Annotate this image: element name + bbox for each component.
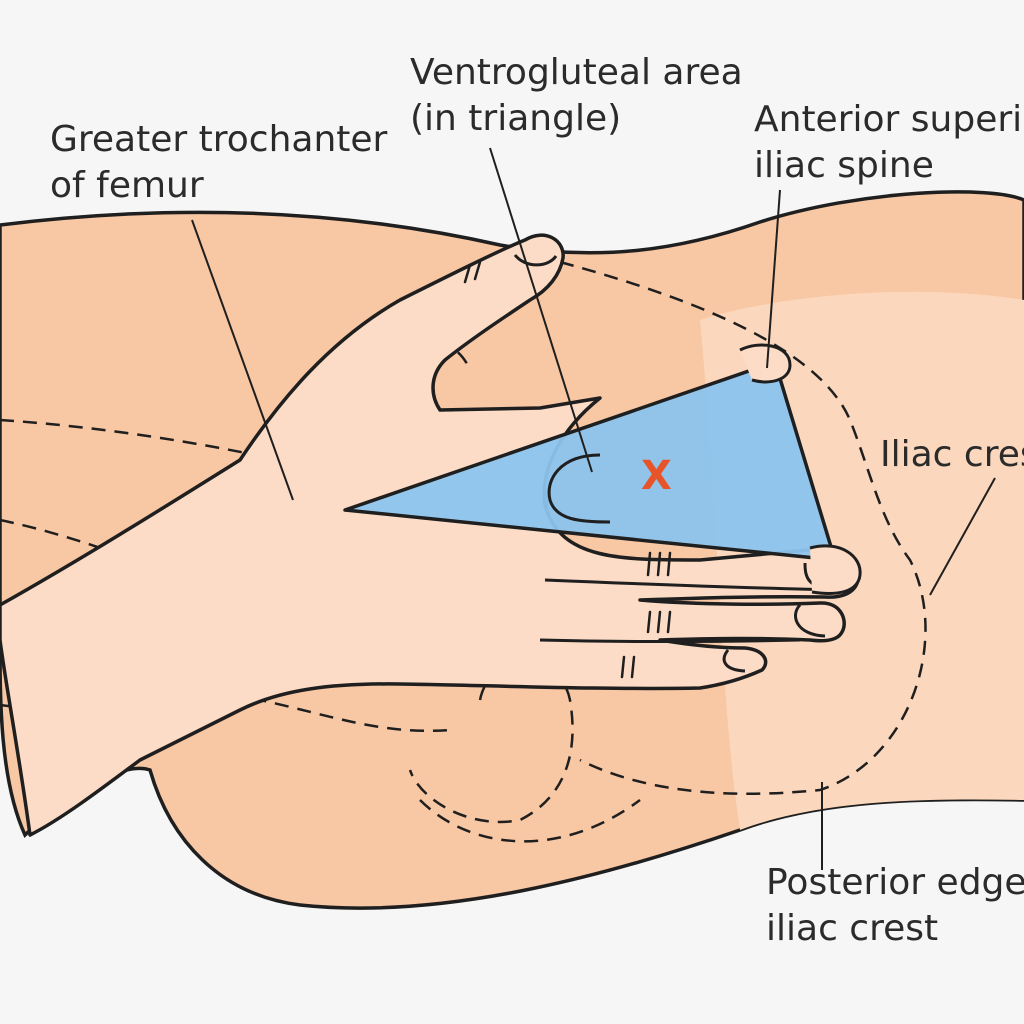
label-gt-line-1: Greater trochanter — [50, 119, 388, 160]
label-ventrogluteal-line-1: Ventrogluteal area — [410, 52, 743, 93]
ring-finger-edge — [539, 638, 801, 643]
iliac-crest-outline — [559, 260, 927, 795]
lower-wrist-outline — [419, 798, 641, 843]
injection-site-x-mark: X — [641, 453, 672, 499]
thumb-tip — [513, 253, 558, 267]
leader-iliac-crest — [929, 477, 996, 596]
label-ventrogluteal-line-2: (in triangle) — [410, 98, 622, 139]
middle-finger-edge — [544, 578, 841, 592]
middle-finger-tip — [809, 544, 862, 595]
index-finger-inner — [547, 453, 611, 524]
label-pe-line-2: iliac crest — [766, 908, 939, 949]
label-gt-line-2: of femur — [50, 165, 204, 206]
label-anterior-superior-iliac-spine: Anterior superior iliac spine — [754, 97, 1024, 189]
label-ic-line-1: Iliac crest — [880, 434, 1024, 475]
leader-greater-trochanter — [191, 219, 294, 501]
fingertip-nail-2 — [794, 603, 826, 638]
ventrogluteal-triangle — [343, 360, 837, 562]
leader-anterior-spine — [766, 189, 781, 369]
hand-shape — [0, 233, 861, 837]
label-iliac-crest: Iliac crest — [880, 432, 1024, 478]
label-pe-line-1: Posterior edge of — [766, 862, 1024, 903]
leader-ventrogluteal — [489, 147, 593, 473]
label-asis-line-1: Anterior superior — [754, 99, 1024, 140]
label-greater-trochanter: Greater trochanter of femur — [50, 117, 387, 209]
index-finger-tip — [739, 343, 792, 384]
label-asis-line-2: iliac spine — [754, 145, 934, 186]
fingertip-nail-3 — [722, 649, 746, 673]
knuckle-creases — [463, 260, 672, 679]
label-ventrogluteal-area: Ventrogluteal area (in triangle) — [410, 50, 743, 142]
label-posterior-edge-iliac-crest: Posterior edge of iliac crest — [766, 860, 1024, 952]
